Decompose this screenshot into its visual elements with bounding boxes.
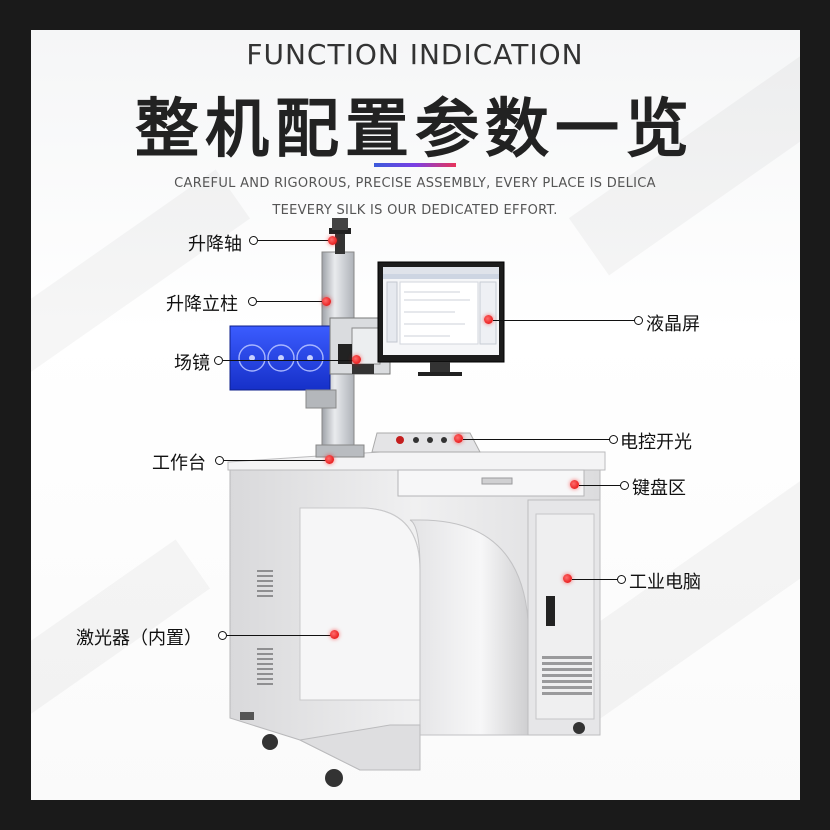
label-lcd-screen: 液晶屏 xyxy=(646,314,700,335)
marker-industrial-pc xyxy=(563,574,572,583)
subtitle-line-2: TEEVERY SILK IS OUR DEDICATED EFFORT. xyxy=(272,203,558,218)
leader-ring-lcd-screen xyxy=(634,316,643,325)
marker-field-lens xyxy=(352,355,361,364)
marker-lift-column xyxy=(322,297,331,306)
marker-power-switch xyxy=(454,434,463,443)
border-right xyxy=(800,0,830,830)
label-laser-internal: 激光器（内置） xyxy=(76,628,202,649)
leader-line-laser-internal xyxy=(227,635,331,637)
leader-ring-lift-axis xyxy=(249,236,258,245)
leader-ring-field-lens xyxy=(214,356,223,365)
leader-ring-power-switch xyxy=(609,435,618,444)
marker-lcd-screen xyxy=(484,315,493,324)
leader-line-keyboard-area xyxy=(579,485,621,487)
leader-line-worktable xyxy=(224,460,328,462)
leader-ring-worktable xyxy=(215,456,224,465)
leader-line-industrial-pc xyxy=(572,579,618,581)
title-english: FUNCTION INDICATION xyxy=(246,38,584,71)
label-power-switch: 电控开光 xyxy=(620,432,692,453)
label-industrial-pc: 工业电脑 xyxy=(629,572,701,593)
laser-head xyxy=(229,317,391,409)
leader-line-lift-axis xyxy=(258,240,332,242)
marker-worktable xyxy=(325,455,334,464)
leader-line-lcd-screen xyxy=(493,320,635,322)
border-left xyxy=(0,0,31,830)
label-lift-column: 升降立柱 xyxy=(166,294,238,315)
marker-lift-axis xyxy=(328,236,337,245)
label-worktable: 工作台 xyxy=(152,453,206,474)
title-accent-bar xyxy=(374,163,456,167)
lcd-monitor xyxy=(377,261,505,376)
leader-ring-keyboard-area xyxy=(620,481,629,490)
leader-line-power-switch xyxy=(463,439,610,441)
control-panel xyxy=(371,432,481,453)
subtitle-line-1: CAREFUL AND RIGOROUS, PRECISE ASSEMBLY, … xyxy=(174,176,656,191)
label-keyboard-area: 键盘区 xyxy=(632,478,686,499)
leader-line-field-lens xyxy=(223,360,353,362)
leader-ring-lift-column xyxy=(248,297,257,306)
leader-ring-industrial-pc xyxy=(617,575,626,584)
label-field-lens: 场镜 xyxy=(174,353,210,374)
border-bottom xyxy=(0,800,830,830)
leader-line-lift-column xyxy=(257,301,323,303)
cabinet-body xyxy=(227,451,606,787)
title-chinese: 整机配置参数一览 xyxy=(135,93,695,167)
border-top xyxy=(0,0,830,30)
marker-keyboard-area xyxy=(570,480,579,489)
leader-ring-laser-internal xyxy=(218,631,227,640)
label-lift-axis: 升降轴 xyxy=(188,234,242,255)
marker-laser-internal xyxy=(330,630,339,639)
